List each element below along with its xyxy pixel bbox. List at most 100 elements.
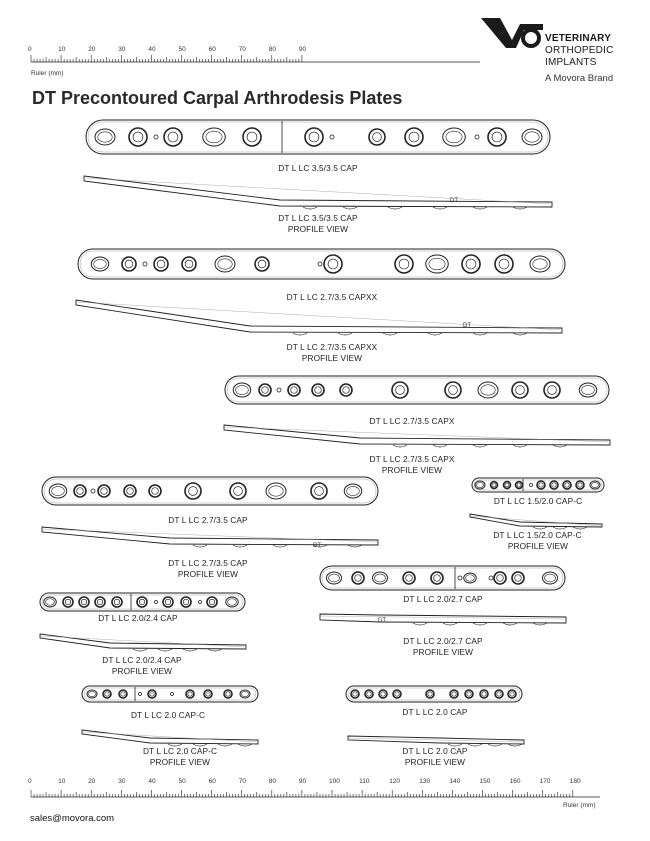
profile-sub-5: PROFILE VIEW [507,541,569,551]
plate-profile-view [83,175,553,210]
profile-hole-bump [532,526,548,530]
plate-caption-7: DT L LC 2.0/2.4 CAP [98,613,178,623]
profile-hole-bump [467,743,483,747]
kwire-hole [488,575,494,581]
contact-email[interactable]: sales@movora.com [30,813,115,824]
locking-hole-thread [120,691,126,697]
ruler-tick-label: 10 [58,46,66,53]
locking-hole-thread [481,691,487,697]
compression-hole-inner [227,598,237,606]
compression-hole-inner [524,131,540,143]
plate-inner-edge [473,479,603,491]
profile-edge [319,615,567,620]
plate-inner-edge [79,250,564,278]
locking-hole [479,689,489,699]
plate-top-view [39,592,246,612]
locking-hole-thread [398,258,410,270]
compression-hole-inner [205,130,223,144]
compression-hole-inner [97,131,113,143]
profile-hole-bump [472,206,488,210]
locking-hole-thread [151,487,159,495]
profile-hole-bump [302,206,318,210]
profile-edge [81,731,259,743]
kwire-hole [474,134,480,140]
kwire-hole [329,134,335,140]
locking-hole [153,256,169,272]
locking-hole [402,571,416,585]
locking-hole-thread [498,258,510,270]
locking-hole-thread [496,574,504,582]
ruler-tick-label: 10 [58,778,66,785]
profile-outline [83,175,553,208]
profile-hole-bump [487,743,503,747]
plate-caption-9: DT L LC 2.0 CAP [402,707,468,717]
profile-hole-bump [157,648,173,652]
locking-hole [392,689,402,699]
profile-outline [75,299,563,334]
locking-hole [444,381,462,399]
locking-hole [543,381,561,399]
profile-hole-bump [272,544,288,548]
compression-hole-inner [88,691,96,697]
plate-marking-6: DT [378,618,386,624]
profile-hole-bump [312,544,328,548]
profile-hole-bump [472,332,488,336]
locking-hole [180,596,192,608]
locking-hole-thread [342,386,350,394]
locking-hole [184,482,202,500]
locking-hole [128,127,148,147]
ruler-tick-label: 140 [449,778,461,785]
ruler-tick-label: 30 [118,778,126,785]
ruler-tick-label: 130 [419,778,431,785]
locking-hole-thread [126,487,134,495]
profile-hole-bump [292,332,308,336]
locking-hole [181,256,197,272]
profile-edge [223,426,611,443]
locking-hole-thread [187,691,193,697]
locking-hole [461,254,481,274]
compression-hole-inner [428,257,446,271]
ruler-tick-label: 60 [208,778,216,785]
locking-hole-thread [314,386,322,394]
ruler-tick-label: 50 [178,778,186,785]
compression-hole-inner [374,573,386,583]
locking-hole [287,383,301,397]
locking-hole-thread [182,598,190,606]
locking-hole [121,256,137,272]
locking-hole-thread [113,598,121,606]
locking-hole-thread [496,691,502,697]
locking-hole-thread [547,385,557,395]
brand-name-line2: ORTHOPEDIC [545,45,614,56]
kwire-hole [138,692,142,696]
plate-caption-8: DT L LC 2.0 CAP-C [130,710,206,720]
plate-profile-view [223,424,611,448]
locking-hole [323,254,343,274]
locking-hole-thread [314,486,324,496]
ruler-tick-label: 60 [208,46,216,53]
locking-hole-thread [164,598,172,606]
locking-hole [223,689,233,699]
locking-hole [536,480,546,490]
locking-hole-thread [80,598,88,606]
locking-hole [147,689,157,699]
compression-hole-inner [241,691,249,697]
locking-hole [449,689,459,699]
ruler-tick-label: 70 [238,46,246,53]
locking-hole-thread [366,691,372,697]
kwire-hole [90,488,96,494]
locking-hole [311,383,325,397]
profile-hole-bump [432,206,448,210]
ruler-tick-label: 30 [118,46,126,53]
compression-hole-inner [544,573,556,583]
brand-name-line3: IMPLANTS [545,57,597,68]
locking-hole-thread [327,258,339,270]
plate-profile-view [81,729,259,747]
locking-hole-thread [208,598,216,606]
locking-hole [511,381,529,399]
kwire-hole [276,387,282,393]
plate-top-view [77,248,566,280]
profile-hole-bump [512,444,528,448]
locking-hole [258,383,272,397]
locking-hole [163,127,183,147]
